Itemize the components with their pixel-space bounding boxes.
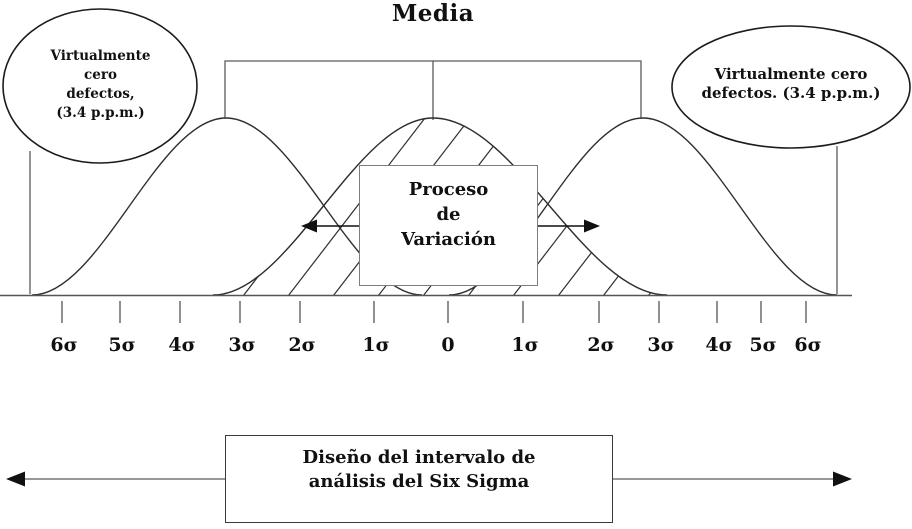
interval-right-arrow (613, 471, 852, 487)
process-left-arrow (301, 219, 359, 233)
left-callout: Virtualmente cero defectos, (3.4 p.p.m.) (28, 47, 173, 123)
axis-label: 2σ (587, 334, 615, 356)
right-callout-ellipse (671, 25, 911, 149)
process-variation-box: Proceso de Variación (359, 165, 538, 286)
left-callout-line: (3.4 p.p.m.) (56, 105, 145, 121)
center-bell-curve (212, 117, 668, 296)
axis-label: 2σ (288, 334, 316, 356)
axis-label: 3σ (228, 334, 256, 356)
axis-ticks (61, 301, 807, 323)
process-box-line: Proceso (408, 179, 489, 200)
axis-label: 6σ (794, 334, 822, 356)
interval-left-arrow (6, 471, 225, 487)
left-callout-line: cero (84, 67, 117, 83)
right-callout-line: Virtualmente cero (714, 65, 868, 83)
axis-label: 5σ (108, 334, 136, 356)
axis-label: 4σ (705, 334, 733, 356)
bottom-box-line: análisis del Six Sigma (308, 471, 530, 492)
axis-label: 3σ (647, 334, 675, 356)
axis-label: 4σ (168, 334, 196, 356)
right-callout-line: defectos. (3.4 p.p.m.) (701, 84, 881, 102)
left-callout-line: Virtualmente (50, 48, 151, 64)
process-box-line: Variación (401, 229, 496, 250)
axis-label: 1σ (511, 334, 539, 356)
left-callout-line: defectos, (66, 86, 135, 102)
axis-label: 0 (441, 334, 455, 356)
process-right-arrow (538, 219, 600, 233)
left-callout-ellipse (2, 8, 198, 164)
design-interval-box: Diseño del intervalo de análisis del Six… (225, 435, 613, 523)
process-box-line: de (436, 204, 461, 225)
axis-label: 1σ (362, 334, 390, 356)
diagram-title: Media (391, 0, 475, 27)
right-callout: Virtualmente cero defectos. (3.4 p.p.m.) (671, 65, 911, 103)
axis-label: 5σ (749, 334, 777, 356)
bottom-box-line: Diseño del intervalo de (302, 447, 536, 468)
axis-label: 6σ (50, 334, 78, 356)
